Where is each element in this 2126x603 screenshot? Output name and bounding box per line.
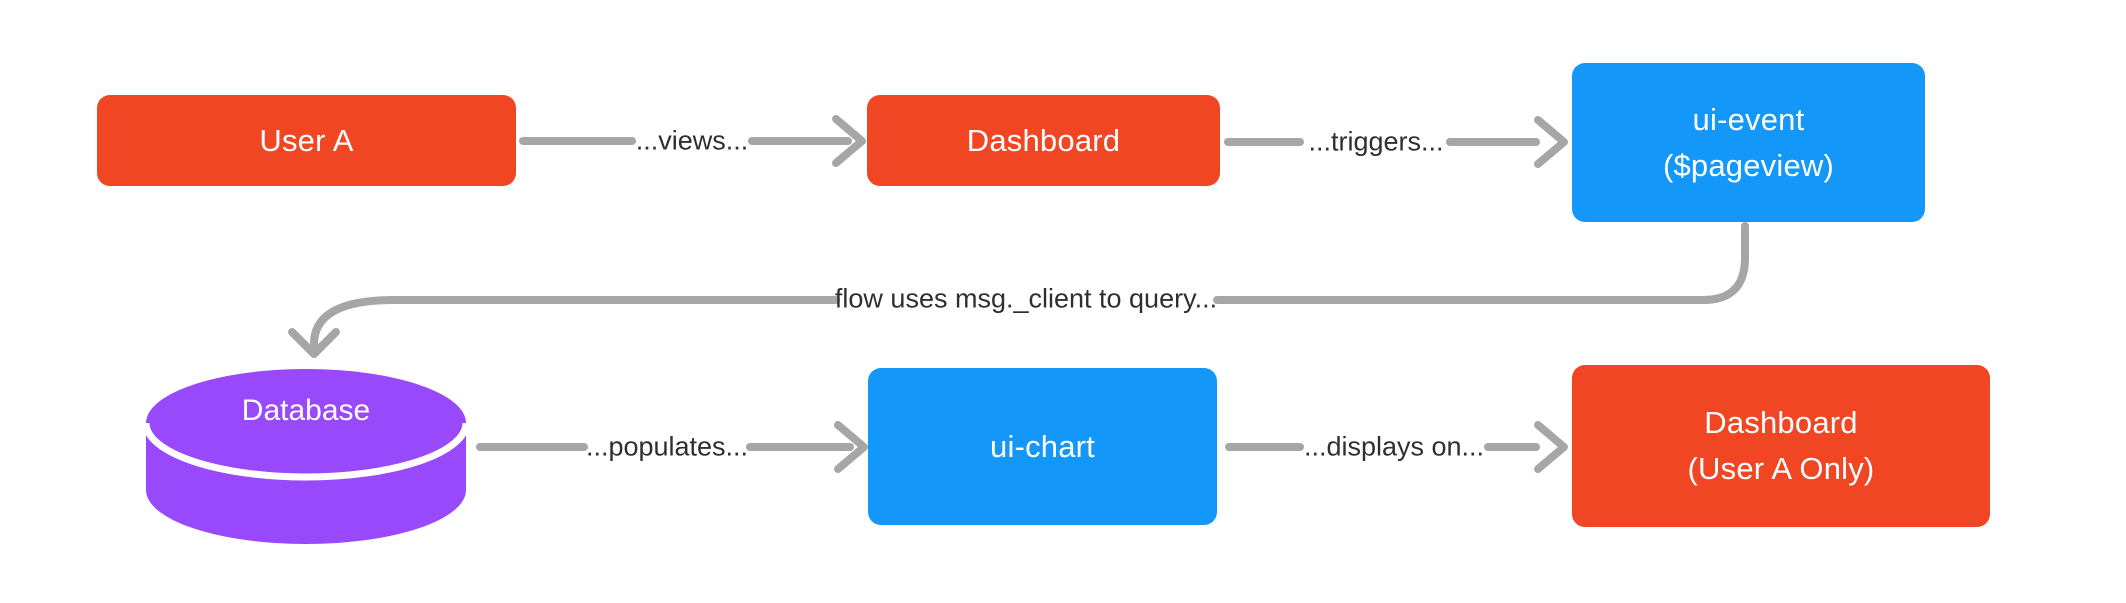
- populates-arrowhead-icon: [834, 421, 868, 473]
- displays-on-arrow: [1225, 421, 1568, 473]
- populates-arrow: [476, 421, 868, 473]
- triggers-arrow: [1224, 116, 1568, 168]
- node-user-a-label: User A: [259, 122, 354, 158]
- node-dashboard-user-a-only: Dashboard (User A Only): [1572, 365, 1990, 527]
- edge-label-query: flow uses msg._client to query...: [834, 283, 1218, 314]
- query-connector-left-segment: [310, 296, 840, 348]
- query-connector-right-segment: [1213, 222, 1749, 304]
- node-ui-event: ui-event ($pageview): [1572, 63, 1925, 222]
- node-ui-event-label-line2: ($pageview): [1662, 147, 1835, 183]
- displays-on-arrowhead-icon: [1534, 421, 1568, 473]
- node-dashboard-user-a-only-label-line2: (User A Only): [1687, 451, 1875, 486]
- edge-label-populates: ...populates...: [585, 431, 749, 462]
- node-ui-chart-label: ui-chart: [990, 428, 1095, 464]
- triggers-arrowhead-icon: [1534, 116, 1568, 168]
- node-dashboard-user-a-only-label-line1: Dashboard: [1704, 405, 1858, 440]
- edge-label-triggers: ...triggers...: [1308, 126, 1444, 157]
- views-arrow: [519, 115, 866, 167]
- database-cylinder: [142, 369, 470, 544]
- node-user-a: User A: [97, 95, 516, 186]
- node-database-label: Database: [241, 394, 371, 427]
- views-arrowhead-icon: [832, 115, 866, 167]
- database-cylinder-top: [146, 369, 466, 477]
- query-arrowhead-icon: [288, 328, 340, 358]
- node-dashboard-label: Dashboard: [966, 122, 1121, 158]
- node-ui-event-label-line1: ui-event: [1692, 101, 1805, 137]
- database-cylinder-divider: [142, 422, 470, 481]
- node-dashboard: Dashboard: [867, 95, 1220, 186]
- edge-label-displays-on: ...displays on...: [1303, 431, 1485, 462]
- node-ui-chart: ui-chart: [868, 368, 1217, 525]
- edge-label-views: ...views...: [635, 125, 749, 156]
- query-connector: [288, 222, 1749, 358]
